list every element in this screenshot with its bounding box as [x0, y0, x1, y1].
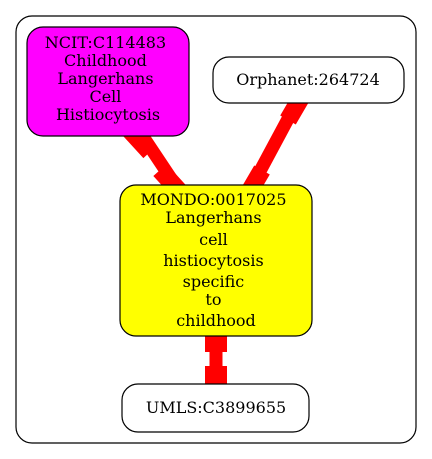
node-orphanet-box	[212, 56, 405, 104]
edge-orphanet-to-mondo	[240, 91, 310, 199]
node-orphanet-label: Orphanet:264724	[236, 70, 380, 89]
node-umls[interactable]: UMLS:C3899655	[121, 383, 310, 433]
edge-ncit-to-mondo	[121, 121, 187, 199]
node-mondo[interactable]: MONDO:0017025 Langerhans cell histiocyto…	[119, 184, 313, 337]
cluster-frame	[15, 15, 417, 444]
node-mondo-label: MONDO:0017025 Langerhans cell histiocyto…	[140, 190, 291, 330]
node-ncit[interactable]: NCIT:C114483 Childhood Langerhans Cell H…	[26, 26, 190, 137]
node-umls-label: UMLS:C3899655	[146, 398, 286, 417]
node-ncit-box	[26, 26, 190, 137]
node-orphanet[interactable]: Orphanet:264724	[212, 56, 405, 104]
node-ncit-label: NCIT:C114483 Childhood Langerhans Cell H…	[45, 33, 171, 124]
node-mondo-box	[119, 184, 313, 337]
node-umls-box	[121, 383, 310, 433]
